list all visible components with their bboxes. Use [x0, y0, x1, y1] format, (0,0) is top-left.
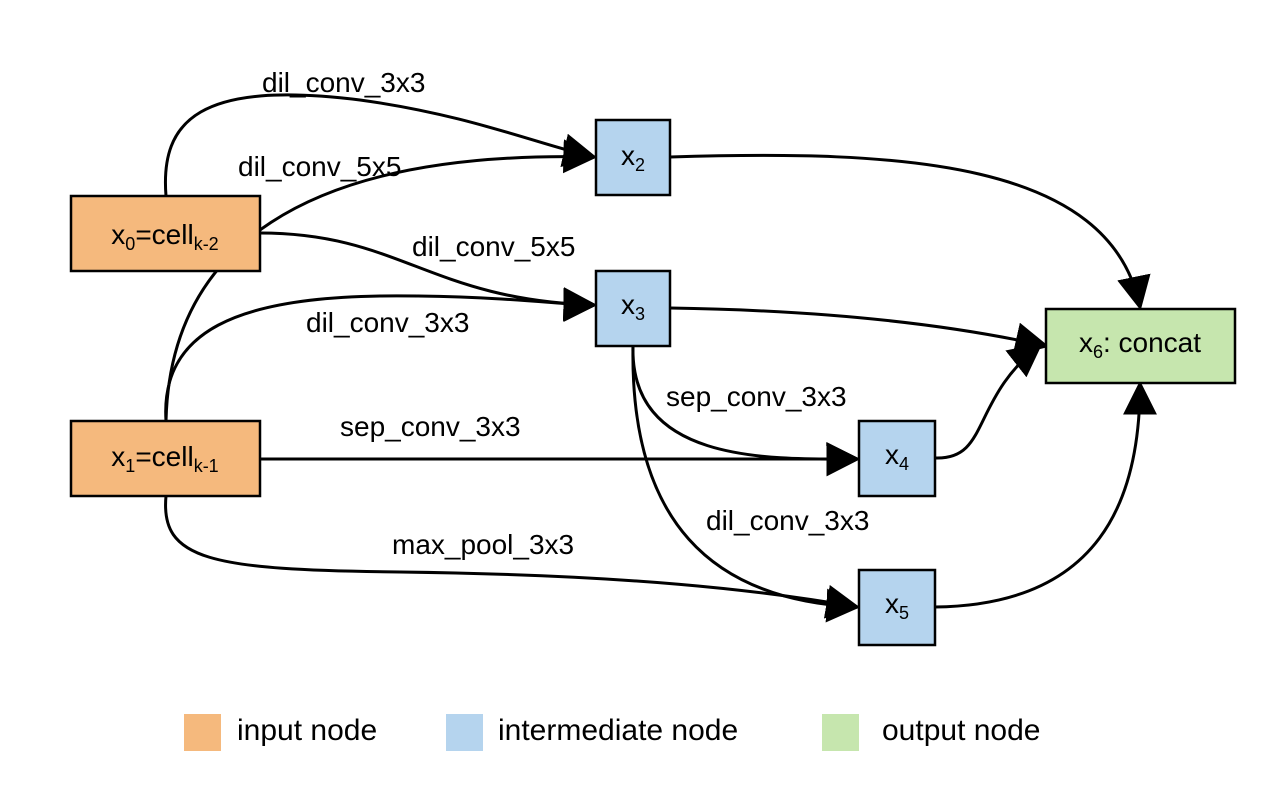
edge-label-x0-x2: dil_conv_3x3 — [262, 67, 425, 98]
edge-x2-x6 — [669, 153, 1151, 311]
node-x3: x3 — [594, 269, 672, 348]
edge-label-x1-x4: sep_conv_3x3 — [340, 411, 521, 442]
edge-x3-x5 — [631, 345, 861, 623]
edge-x1-x3 — [164, 287, 598, 422]
edge-label-x1-x2: dil_conv_5x5 — [238, 151, 401, 182]
node-x4: x4 — [857, 419, 937, 498]
edge-x3-x6 — [669, 306, 1050, 356]
node-x4-label: x4 — [885, 439, 909, 474]
node-x6-label: x6: concat — [1079, 327, 1201, 362]
legend-output-swatch — [822, 714, 859, 751]
legend-input-label: input node — [237, 714, 377, 747]
node-x0-label: x0=cellk-2 — [111, 219, 218, 254]
node-x5-label: x5 — [885, 588, 909, 623]
node-x1-label: x1=cellk-1 — [111, 441, 218, 476]
edge-label-x3-x4: sep_conv_3x3 — [666, 381, 847, 412]
edge-label-x0-x3: dil_conv_5x5 — [412, 231, 575, 262]
legend: input node intermediate node output node — [184, 714, 1040, 751]
edge-label-x3-x5: dil_conv_3x3 — [706, 505, 869, 536]
legend-intermediate-swatch — [446, 714, 483, 751]
edge-label-x1-x3: dil_conv_3x3 — [306, 307, 469, 338]
node-x6: x6: concat — [1044, 307, 1237, 385]
edge-x1-x5 — [164, 495, 861, 619]
node-x2: x2 — [594, 118, 672, 197]
edge-label-x1-x5: max_pool_3x3 — [392, 529, 574, 560]
legend-input-swatch — [184, 714, 221, 751]
legend-intermediate-label: intermediate node — [498, 714, 738, 747]
edges — [163, 93, 1157, 623]
edge-x4-x6 — [934, 342, 1043, 460]
node-x3-label: x3 — [621, 289, 645, 324]
edge-x5-x6 — [934, 380, 1157, 609]
edge-x1-x2 — [164, 139, 598, 422]
node-x0: x0=cellk-2 — [69, 194, 262, 273]
edge-labels: dil_conv_3x3 dil_conv_5x5 dil_conv_5x5 d… — [238, 67, 869, 560]
node-x5: x5 — [857, 568, 937, 647]
node-x1: x1=cellk-1 — [69, 419, 262, 498]
edge-x0-x2 — [163, 93, 598, 197]
legend-output-label: output node — [882, 714, 1040, 747]
node-x2-label: x2 — [621, 140, 645, 175]
